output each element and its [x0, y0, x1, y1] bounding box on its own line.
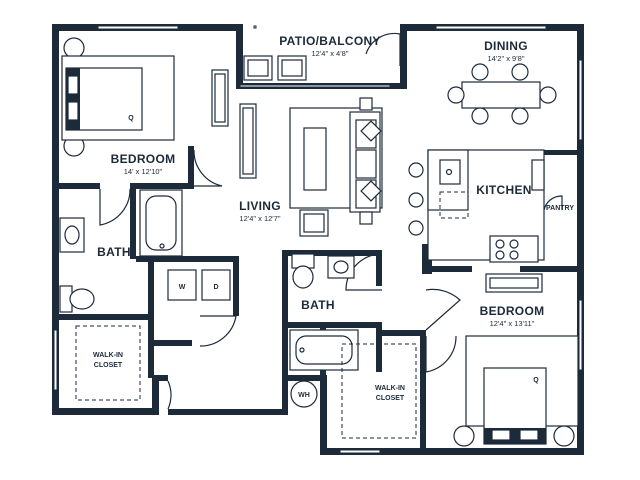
patio-furniture — [243, 55, 307, 81]
patio-label: PATIO/BALCONY — [279, 34, 380, 48]
washer-label: W — [179, 284, 186, 291]
windows — [53, 25, 583, 454]
bath-1-fixtures — [59, 189, 183, 313]
bedroom-1-dimensions: 14' x 12'10" — [124, 167, 163, 176]
water-heater-label: WH — [298, 392, 310, 399]
bath-1-label: BATH — [97, 245, 131, 259]
interior-walls — [52, 146, 584, 450]
closets — [75, 325, 417, 439]
dryer-label: D — [213, 284, 218, 291]
dining-label: DINING — [484, 39, 528, 53]
bedroom-2-dimensions: 12'4" x 13'11" — [490, 319, 535, 328]
dining-furniture — [447, 63, 557, 125]
bed-1-size: Q — [128, 115, 134, 122]
dining-dimensions: 14'2" x 9'8" — [488, 54, 525, 63]
closet-1-label-line2: CLOSET — [94, 362, 123, 369]
living-label: LIVING — [239, 199, 281, 213]
bed-2-size: Q — [533, 377, 539, 384]
bath-2-label: BATH — [301, 298, 335, 312]
bedroom-1-label: BEDROOM — [111, 152, 176, 166]
living-dimensions: 12'4" x 12'7" — [239, 214, 280, 223]
bedroom-2-furniture — [453, 273, 579, 447]
kitchen-label: KITCHEN — [476, 183, 531, 197]
closet-2-label-line2: CLOSET — [376, 395, 405, 402]
patio-dimensions: 12'4" x 4'8" — [312, 49, 349, 58]
bedroom-2-label: BEDROOM — [480, 304, 545, 318]
living-furniture — [239, 97, 383, 237]
door-swings — [99, 32, 563, 410]
closet-1-label-line1: WALK-IN — [93, 352, 123, 359]
bath-2-fixtures — [289, 253, 359, 408]
bedroom-1-furniture — [61, 37, 229, 157]
laundry — [167, 269, 231, 301]
closet-2-label-line1: WALK-IN — [375, 385, 405, 392]
kitchen-fixtures — [408, 149, 545, 263]
pantry-label: PANTRY — [546, 205, 574, 212]
